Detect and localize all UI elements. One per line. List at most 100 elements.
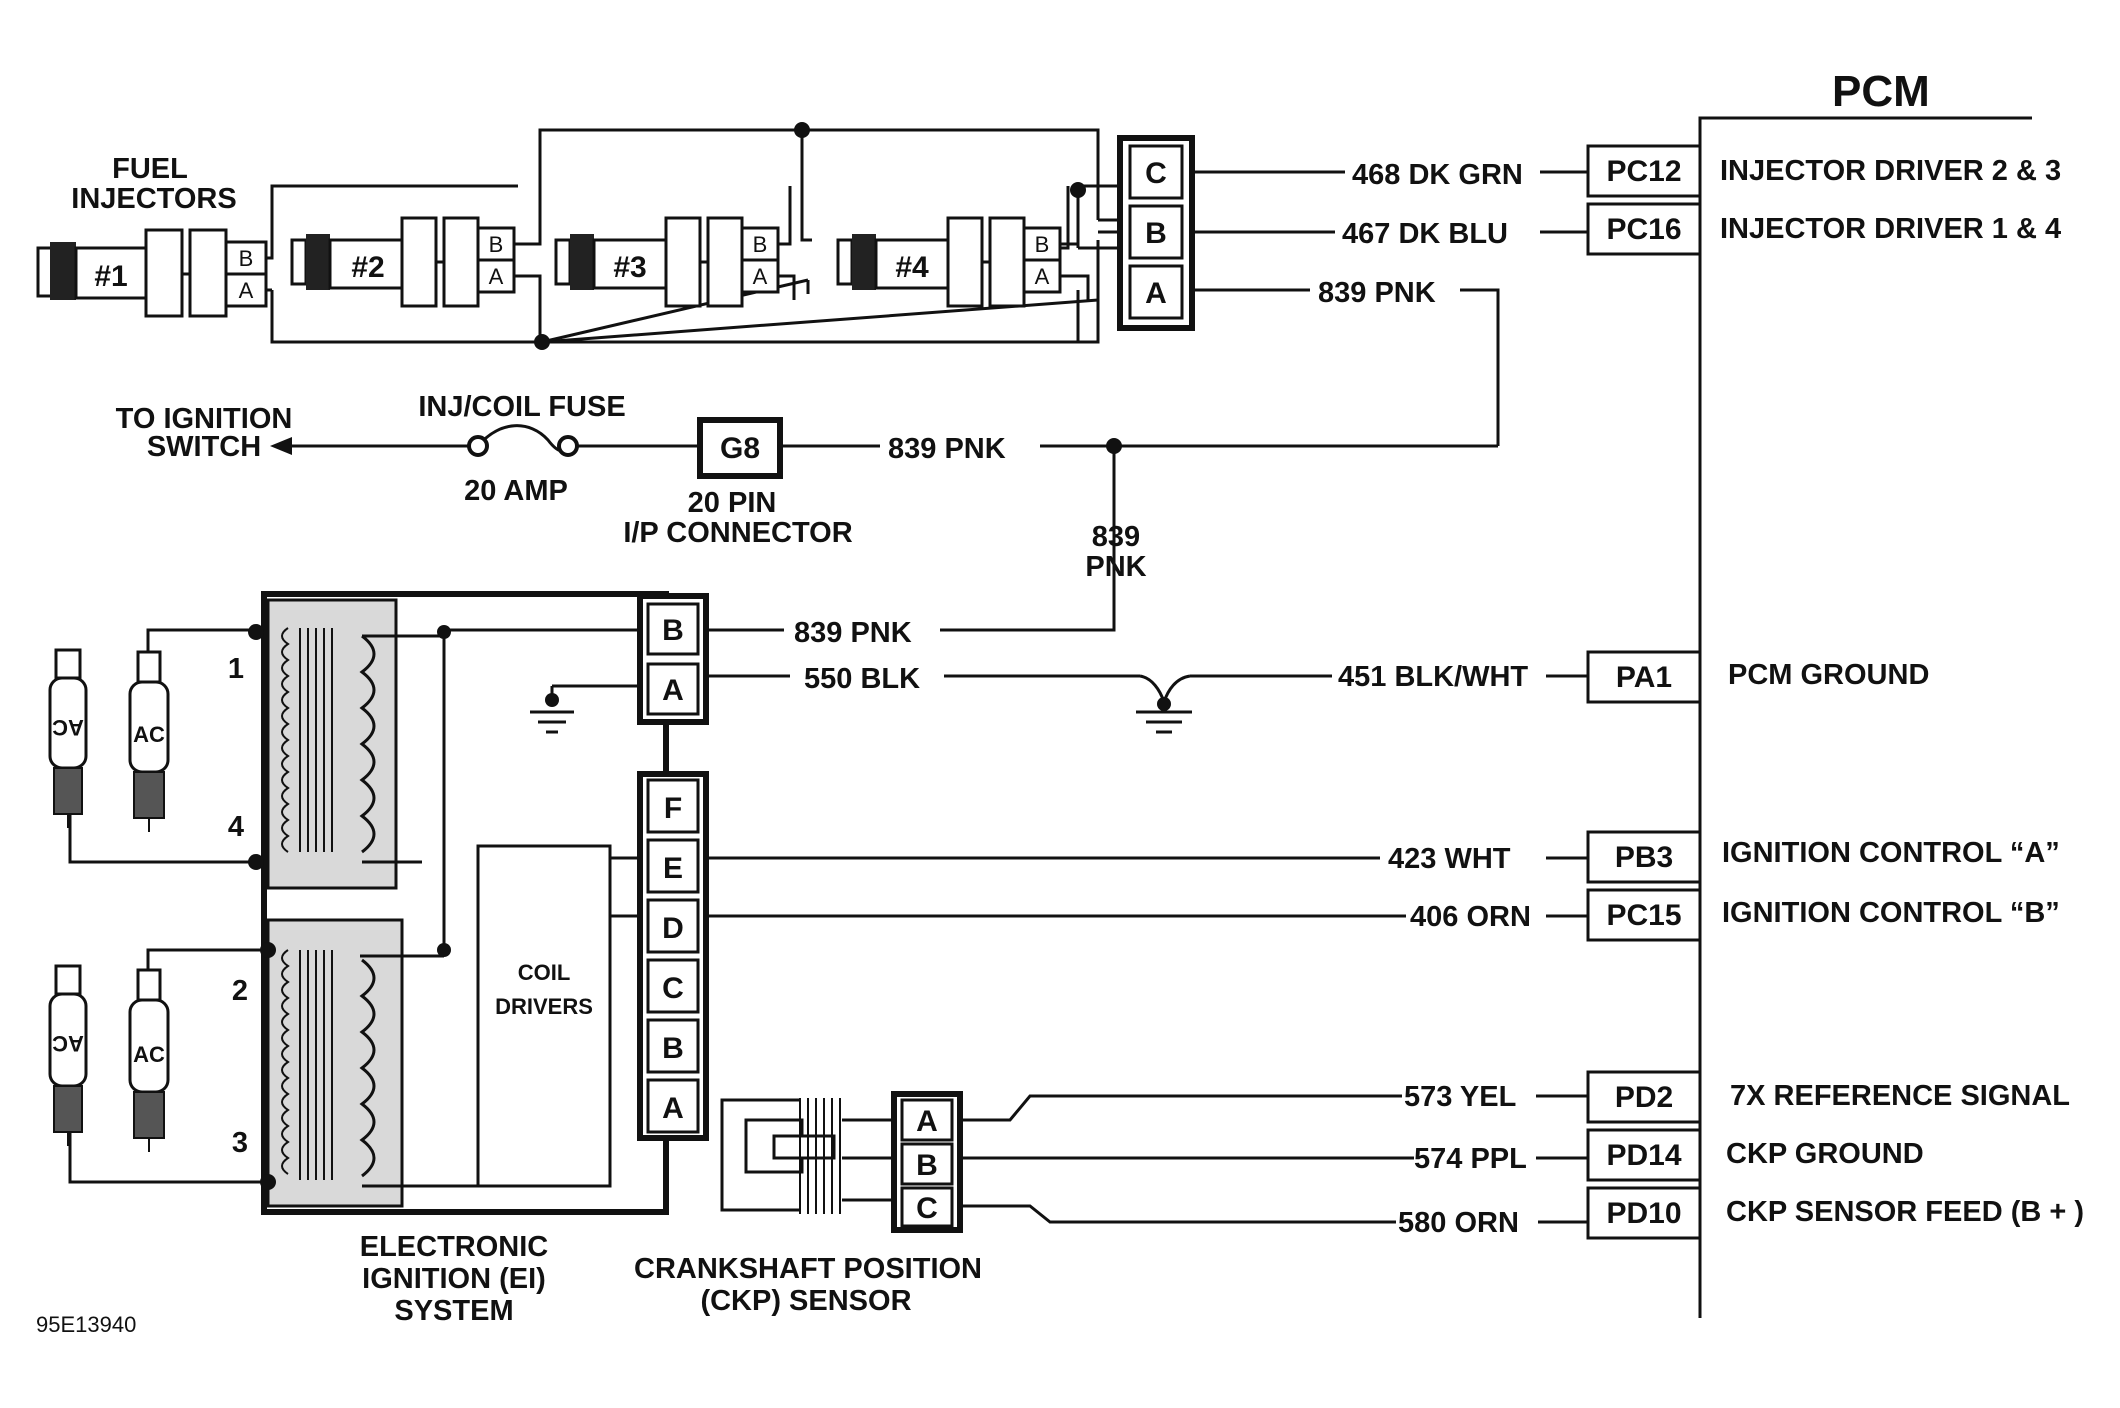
pcm-pin-pa1: PA1 bbox=[1616, 661, 1672, 694]
injector-4-pin-a: A bbox=[1035, 264, 1050, 289]
spark-plug-1-brand: AC bbox=[133, 722, 165, 747]
ei-system-label-3: SYSTEM bbox=[394, 1295, 513, 1327]
ei-top-pin-a: A bbox=[662, 674, 684, 707]
ckp-sensor bbox=[720, 1091, 963, 1233]
spark-plug-2-icon bbox=[48, 648, 88, 828]
ei-to-pcm-wires bbox=[706, 520, 1588, 918]
injector-to-pcm-wires bbox=[1192, 170, 1588, 446]
coil-drivers-label-2: DRIVERS bbox=[495, 994, 593, 1019]
ip-connector-id: G8 bbox=[720, 432, 760, 465]
injector-1-pin-a: A bbox=[239, 278, 254, 303]
wire-467-dk-blu: 467 DK BLU bbox=[1342, 218, 1508, 250]
injector-pin-wires bbox=[266, 186, 1090, 300]
pcm-pin-boxes bbox=[1586, 144, 1702, 1240]
pcm-pin-pd10: PD10 bbox=[1606, 1197, 1681, 1230]
fuse-terminal bbox=[467, 435, 489, 457]
wire-406-orn: 406 ORN bbox=[1410, 901, 1531, 933]
ckp-to-pcm-wires bbox=[960, 1094, 1588, 1224]
ei-bottom-pin-f: F bbox=[664, 792, 682, 825]
injector-connector-pin-a: A bbox=[1145, 277, 1167, 310]
to-ignition-label-1: TO IGNITION bbox=[116, 403, 293, 435]
ckp-pin-a: A bbox=[916, 1105, 938, 1138]
ei-connector-top bbox=[637, 593, 709, 725]
ei-system-label-2: IGNITION (EI) bbox=[362, 1263, 546, 1295]
injector-2-pin-b: B bbox=[489, 232, 504, 257]
injector-3-label: #3 bbox=[613, 251, 646, 284]
injector-4-pin-b: B bbox=[1035, 232, 1050, 257]
plug-number-3: 3 bbox=[232, 1127, 248, 1159]
fuel-injectors-label-1: FUEL bbox=[112, 153, 188, 185]
ei-bottom-pin-b: B bbox=[662, 1032, 684, 1065]
fuse-circuit bbox=[270, 417, 1498, 520]
injector-2-pin-a: A bbox=[489, 264, 504, 289]
ckp-pin-b: B bbox=[916, 1149, 938, 1182]
ei-bottom-pin-d: D bbox=[662, 912, 684, 945]
fuel-injectors-label-2: INJECTORS bbox=[71, 183, 236, 215]
pcm-pin-pc12: PC12 bbox=[1606, 155, 1681, 188]
injector-connector bbox=[1117, 135, 1195, 331]
ckp-sensor-label-1: CRANKSHAFT POSITION bbox=[634, 1253, 982, 1285]
ckp-pin-c: C bbox=[916, 1192, 938, 1225]
ei-connector-bottom bbox=[637, 771, 709, 1141]
pcm-pin-pc16: PC16 bbox=[1606, 213, 1681, 246]
spark-plug-4-brand: AC bbox=[52, 1031, 84, 1056]
pcm-block: PCM bbox=[1698, 67, 2032, 1318]
injector-2-label: #2 bbox=[351, 251, 384, 284]
injector-1-pin-b: B bbox=[239, 246, 254, 271]
fuse-name: INJ/COIL FUSE bbox=[418, 391, 625, 423]
pcm-pin-pb3: PB3 bbox=[1615, 841, 1673, 874]
fuse-terminal bbox=[557, 435, 579, 457]
wire-423-wht: 423 WHT bbox=[1388, 843, 1511, 875]
ei-bottom-pin-a: A bbox=[662, 1092, 684, 1125]
ip-connector-label-2: I/P CONNECTOR bbox=[623, 517, 852, 549]
wire-574-ppl: 574 PPL bbox=[1414, 1143, 1527, 1175]
ei-module bbox=[261, 591, 669, 1215]
wire-580-orn: 580 ORN bbox=[1398, 1207, 1519, 1239]
spark-plug-wiring bbox=[68, 624, 276, 1190]
wire-573-yel: 573 YEL bbox=[1404, 1081, 1516, 1113]
ei-internal-wiring bbox=[360, 625, 640, 1188]
injector-4 bbox=[836, 216, 1062, 308]
injector-connector-pin-c: C bbox=[1145, 157, 1167, 190]
plug-number-1: 1 bbox=[228, 653, 244, 685]
injector-2 bbox=[290, 216, 516, 308]
pcm-pin-pd14: PD14 bbox=[1606, 1139, 1681, 1172]
branch-wire-label-2: PNK bbox=[1085, 551, 1146, 583]
pcm-function-pd2: 7X REFERENCE SIGNAL bbox=[1730, 1080, 2070, 1112]
wire-550-blk: 550 BLK bbox=[804, 663, 920, 695]
pcm-function-pb3: IGNITION CONTROL “A” bbox=[1722, 837, 2060, 869]
injector-1-label: #1 bbox=[94, 260, 127, 293]
pcm-function-pd10: CKP SENSOR FEED (B + ) bbox=[1726, 1196, 2084, 1228]
pcm-pin-pd2: PD2 bbox=[1615, 1081, 1673, 1114]
coil-pack-2 bbox=[266, 918, 404, 1208]
pcm-pin-pc15: PC15 bbox=[1606, 899, 1681, 932]
ei-top-pin-b: B bbox=[662, 614, 684, 647]
to-ignition-label-2: SWITCH bbox=[147, 431, 261, 463]
branch-wire-label-1: 839 bbox=[1092, 521, 1140, 553]
wire-839-pnk-ei: 839 PNK bbox=[794, 617, 912, 649]
pcm-title: PCM bbox=[1832, 67, 1930, 116]
wire-468-dk-grn: 468 DK GRN bbox=[1352, 159, 1523, 191]
wire-451-blk-wht: 451 BLK/WHT bbox=[1338, 661, 1528, 693]
spark-plug-2-brand: AC bbox=[52, 715, 84, 740]
coil-drivers-label-1: COIL bbox=[518, 960, 571, 985]
spark-plug-3-brand: AC bbox=[133, 1042, 165, 1067]
figure-id: 95E13940 bbox=[36, 1312, 136, 1337]
pcm-function-pa1: PCM GROUND bbox=[1728, 659, 1929, 691]
ei-system-label-1: ELECTRONIC bbox=[360, 1231, 549, 1263]
arrow-left-icon bbox=[270, 437, 292, 455]
pcm-function-pc15: IGNITION CONTROL “B” bbox=[1722, 897, 2060, 929]
wire-839-pnk-ip: 839 PNK bbox=[888, 433, 1006, 465]
plug-number-4: 4 bbox=[228, 811, 244, 843]
spark-plug-3-icon bbox=[128, 968, 170, 1152]
pcm-function-pc16: INJECTOR DRIVER 1 & 4 bbox=[1720, 213, 2061, 245]
plug-number-2: 2 bbox=[232, 975, 248, 1007]
spark-plug-4-icon bbox=[48, 964, 88, 1146]
injector-1 bbox=[36, 228, 268, 318]
pcm-function-pc12: INJECTOR DRIVER 2 & 3 bbox=[1720, 155, 2061, 187]
pcm-function-pd14: CKP GROUND bbox=[1726, 1138, 1924, 1170]
ei-bottom-pin-e: E bbox=[663, 852, 683, 885]
ei-bottom-pin-c: C bbox=[662, 972, 684, 1005]
injector-3-pin-a: A bbox=[753, 264, 768, 289]
